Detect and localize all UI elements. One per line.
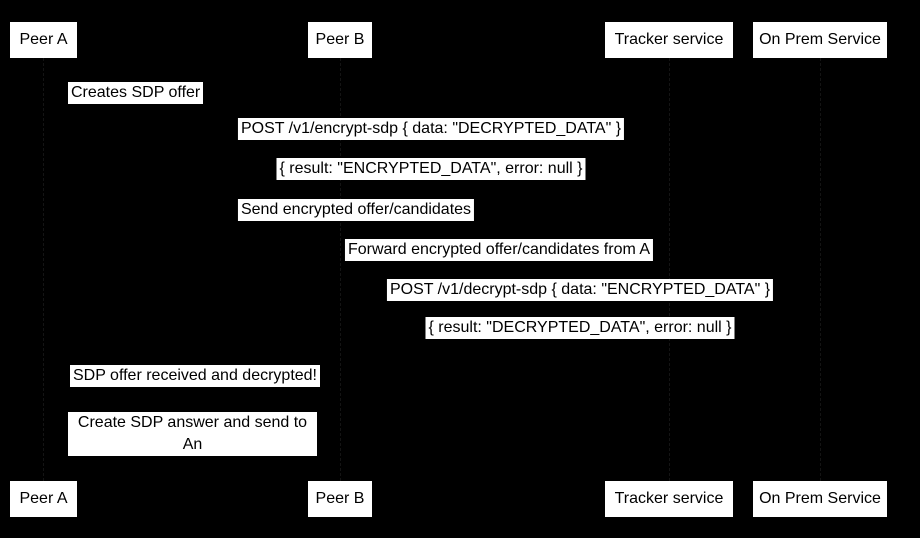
actor-on-prem-service-top: On Prem Service [753,22,887,58]
message-forward-encrypted-offer: Forward encrypted offer/candidates from … [344,239,654,261]
message-creates-sdp-offer: Creates SDP offer [68,82,204,104]
actor-peer-b-top: Peer B [308,22,372,58]
actor-peer-b-bottom: Peer B [308,481,372,517]
message-encrypt-result: { result: "ENCRYPTED_DATA", error: null … [276,158,586,180]
lifeline-tracker-service [669,58,670,481]
actor-on-prem-service-bottom: On Prem Service [753,481,887,517]
note-create-sdp-answer: Create SDP answer and send to An using t… [68,412,317,475]
lifeline-peer-a [43,58,44,481]
message-decrypt-result: { result: "DECRYPTED_DATA", error: null … [425,317,735,339]
actor-tracker-service-top: Tracker service [605,22,733,58]
lifeline-on-prem-service [820,58,821,481]
actor-peer-a-top: Peer A [10,22,77,58]
message-sdp-offer-received: SDP offer received and decrypted! [70,365,320,387]
actor-tracker-service-bottom: Tracker service [605,481,733,517]
lifeline-peer-b [340,58,341,481]
message-post-encrypt-sdp: POST /v1/encrypt-sdp { data: "DECRYPTED_… [237,118,625,140]
message-send-encrypted-offer: Send encrypted offer/candidates [237,199,475,221]
message-post-decrypt-sdp: POST /v1/decrypt-sdp { data: "ENCRYPTED_… [386,279,774,301]
actor-peer-a-bottom: Peer A [10,481,77,517]
